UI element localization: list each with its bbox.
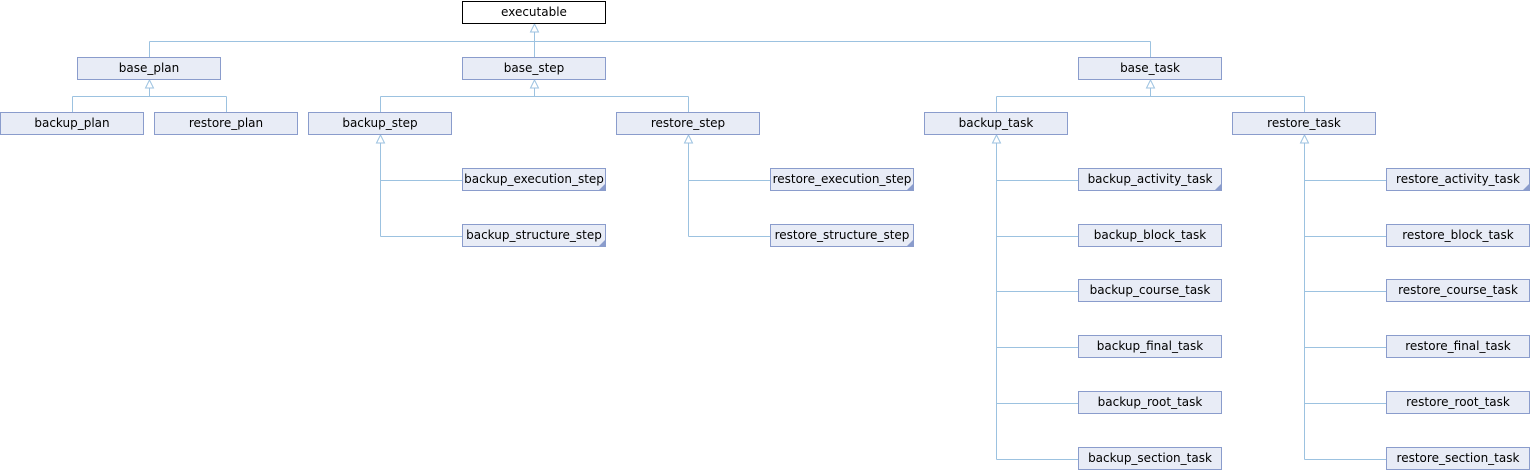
- node-restore-activity-task[interactable]: restore_activity_task: [1386, 168, 1530, 191]
- node-backup-step[interactable]: backup_step: [308, 112, 452, 135]
- node-backup-execution-step[interactable]: backup_execution_step: [462, 168, 606, 191]
- node-base-task[interactable]: base_task: [1078, 57, 1222, 80]
- inherit-arrow-backup_task: [991, 133, 1002, 144]
- node-backup-structure-step[interactable]: backup_structure_step: [462, 224, 606, 247]
- node-backup-section-task[interactable]: backup_section_task: [1078, 447, 1222, 470]
- inherit-arrow-restore_task: [1299, 133, 1310, 144]
- node-base-plan[interactable]: base_plan: [77, 57, 221, 80]
- node-restore-section-task[interactable]: restore_section_task: [1386, 447, 1530, 470]
- node-backup-course-task[interactable]: backup_course_task: [1078, 279, 1222, 302]
- node-restore-execution-step[interactable]: restore_execution_step: [770, 168, 914, 191]
- node-restore-block-task[interactable]: restore_block_task: [1386, 224, 1530, 247]
- node-base-step[interactable]: base_step: [462, 57, 606, 80]
- inherit-arrow-backup_step: [375, 133, 386, 144]
- node-backup-block-task[interactable]: backup_block_task: [1078, 224, 1222, 247]
- node-restore-root-task[interactable]: restore_root_task: [1386, 391, 1530, 414]
- inherit-arrow-base_plan: [144, 78, 155, 89]
- node-restore-step[interactable]: restore_step: [616, 112, 760, 135]
- node-backup-root-task[interactable]: backup_root_task: [1078, 391, 1222, 414]
- node-executable: executable: [462, 1, 606, 24]
- node-restore-task[interactable]: restore_task: [1232, 112, 1376, 135]
- node-backup-plan[interactable]: backup_plan: [0, 112, 144, 135]
- inherit-arrow-base_task: [1145, 78, 1156, 89]
- node-restore-plan[interactable]: restore_plan: [154, 112, 298, 135]
- inherit-arrow-base_step: [529, 78, 540, 89]
- inherit-arrow-restore_step: [683, 133, 694, 144]
- node-backup-activity-task[interactable]: backup_activity_task: [1078, 168, 1222, 191]
- inherit-arrow-executable: [529, 22, 540, 33]
- node-restore-final-task[interactable]: restore_final_task: [1386, 335, 1530, 358]
- node-backup-final-task[interactable]: backup_final_task: [1078, 335, 1222, 358]
- node-restore-course-task[interactable]: restore_course_task: [1386, 279, 1530, 302]
- node-backup-task[interactable]: backup_task: [924, 112, 1068, 135]
- node-restore-structure-step[interactable]: restore_structure_step: [770, 224, 914, 247]
